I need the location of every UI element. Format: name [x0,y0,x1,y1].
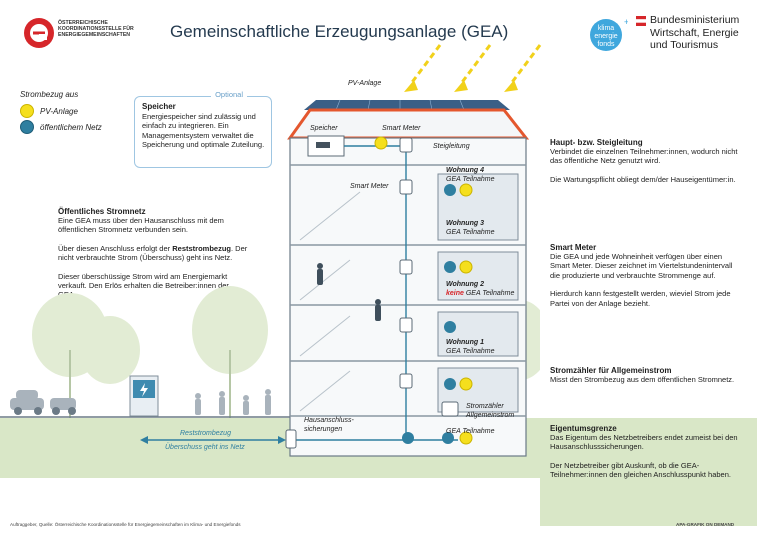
grid-plug-icon [20,120,34,134]
apartment-2-name: Wohnung 2 [446,281,484,288]
smart-meter-heading: Smart Meter [550,243,597,252]
ownership-band [540,418,757,526]
storage-info-box: Optional Speicher Energiespeicher sind z… [134,90,272,168]
smart-meter-section: Smart Meter Die GEA und jede Wohneinheit… [550,243,740,308]
legend-pv: PV-Anlage [20,104,78,118]
apartment-1: Wohnung 1 GEA Teilnahme [446,338,495,356]
apartment-1-status: GEA Teilnahme [446,348,495,355]
ownership-p1: Das Eigentum des Netzbetreibers endet zu… [550,433,738,452]
ministry-line-3: und Tourismus [650,39,719,51]
lightning-icon [20,104,34,118]
ownership-p2: Der Netzbetreiber gibt Auskunft, ob die … [550,460,731,480]
svg-text:fonds: fonds [597,41,615,48]
residual-label: Reststrombezug [180,430,231,437]
public-grid-heading: Öffentliches Stromnetz [58,207,146,216]
riser-section: Haupt- bzw. Steigleitung Verbindet die e… [550,138,740,184]
apartment-4-name: Wohnung 4 [446,167,484,174]
connection-fuses-label: Hausanschluss- sicherungen [304,417,354,433]
p2-a: Über diesen Anschluss erfolgt der [58,243,173,253]
apartment-2-status: keine GEA Teilnahme [446,289,514,298]
footer-credit: APA-GRAFIK ON DEMAND [676,522,735,527]
footer-source: Auftraggeber, Quelle: Österreichische Ko… [10,522,241,527]
svg-text:klima: klima [598,25,614,32]
common-meter-label: Stromzähler Allgemeinstrom [466,403,515,419]
grid-flow-arrows [140,436,286,444]
ownership-heading: Eigentumsgrenze [550,424,617,433]
apartment-3-status: GEA Teilnahme [446,229,495,236]
legend-pv-label: PV-Anlage [40,106,78,116]
legend-grid: öffentlichem Netz [20,120,102,134]
public-grid-p1: Eine GEA muss über den Hausanschluss mit… [58,216,224,235]
ministry-name: Bundesministerium Wirtschaft, Energie un… [650,14,739,52]
smart-meter-top-label: Smart Meter [382,125,421,132]
klima-energie-fonds-logo-icon: klima energie fonds + [590,17,628,51]
apartment-3: Wohnung 3 GEA Teilnahme [446,219,495,237]
page-title: Gemeinschaftliche Erzeugungsanlage (GEA) [170,22,509,41]
austria-flag-icon [636,16,646,26]
optional-tag: Optional [211,90,247,99]
riser-label: Steigleitung [433,143,470,150]
svg-text:+: + [624,17,628,27]
p2-b: . Der nicht verbrauchte Strom (Über­schu… [58,243,248,263]
smart-meter-side-label: Smart Meter [350,183,389,190]
smart-meter-p2: Hierdurch kann festgestellt werden, wiev… [550,289,731,308]
ownership-section: Eigentumsgrenze Das Eigentum des Netzbet… [550,424,740,480]
apartment-4-status: GEA Teilnahme [446,176,495,183]
ministry-line-1: Bundesministerium [650,14,740,26]
pv-label: PV-Anlage [348,80,382,87]
landscape [0,286,540,418]
storage-heading: Speicher [142,102,176,111]
riser-p2: Die Wartungspflicht obliegt dem/der Haus… [550,174,736,184]
apartment-1-name: Wohnung 1 [446,339,484,346]
p2-bold: Reststrom­bezug [172,243,231,253]
ministry-line-2: Wirtschaft, Energie [650,26,739,39]
apartment-2-status-neg: keine [446,290,464,297]
riser-heading: Haupt- bzw. Steigleitung [550,138,643,147]
common-meter-p1: Misst den Strombezug aus dem öffentliche… [550,375,735,384]
riser-p1: Verbindet die einzelnen Teilnehmer:innen… [550,147,738,166]
public-grid-section: Öffentliches Stromnetz Eine GEA muss übe… [58,207,248,300]
apartment-2-status-rest: GEA Teilnahme [463,290,515,297]
oek-logo-icon [24,18,54,48]
apartment-3-name: Wohnung 3 [446,220,484,227]
oek-org-name: ÖSTERREICHISCHE KOORDINATIONSSTELLE FÜR … [58,20,134,38]
svg-text:energie: energie [594,33,617,40]
gea-participation-label: GEA Teilnahme [446,428,495,435]
legend-title: Strombezug aus [20,90,79,99]
house [285,99,530,457]
sun-rays [404,44,542,92]
storage-text: Energiespeicher sind zulässig und einfac… [142,112,265,150]
storage-label: Speicher [310,125,338,132]
apartment-4: Wohnung 4 GEA Teilnahme [446,166,495,184]
legend-grid-label: öffentlichem Netz [40,122,102,132]
surplus-label: Überschuss geht ins Netz [165,444,245,451]
public-grid-p2: Über diesen Anschluss erfolgt der Restst… [58,244,248,263]
common-meter-heading: Stromzähler für Allgemeinstrom [550,366,672,375]
smart-meter-p1: Die GEA und jede Wohneinheit verfügen üb… [550,252,733,280]
common-meter-section: Stromzähler für Allgemeinstrom Misst den… [550,366,740,384]
apartment-2: Wohnung 2 keine GEA Teilnahme [446,280,514,298]
